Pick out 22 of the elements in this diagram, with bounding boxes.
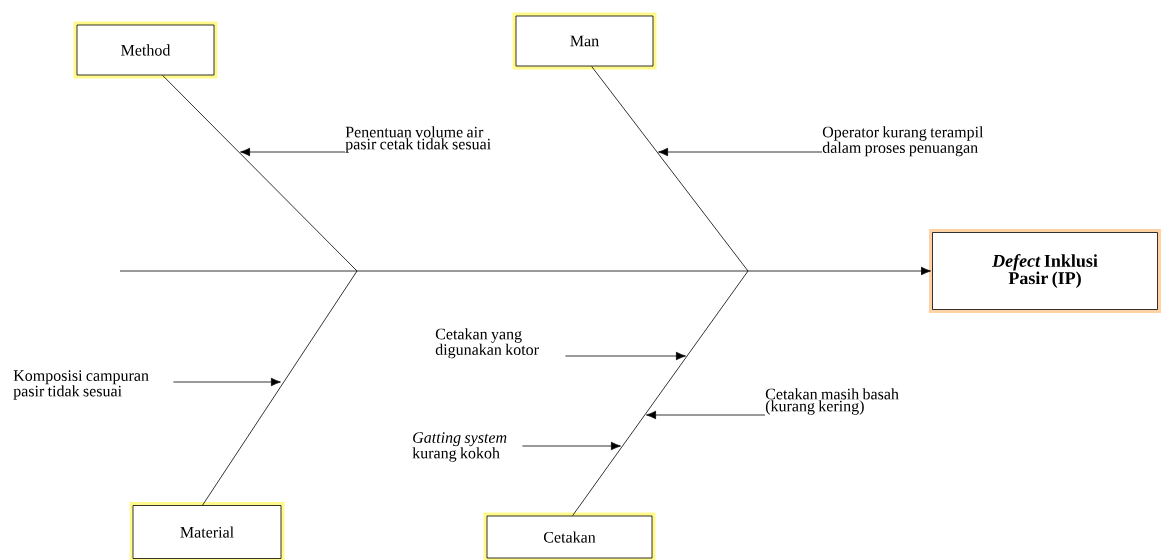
cause-text: Komposisi campuran pasir tidak sesuai bbox=[13, 370, 149, 400]
category-box: Man bbox=[512, 12, 657, 70]
cause-arrow bbox=[522, 441, 621, 451]
category-box: Method bbox=[73, 21, 218, 79]
branch-line bbox=[202, 270, 358, 506]
category-box: Cetakan bbox=[483, 512, 656, 560]
branch-line bbox=[162, 75, 358, 272]
branch-line bbox=[572, 270, 749, 516]
spine-arrow bbox=[119, 266, 931, 276]
branch-line bbox=[591, 66, 749, 272]
cause-text: Operator kurang terampil dalam proses penuangan bbox=[822, 126, 984, 157]
effect-box: Defect Inklusi Pasir (IP) bbox=[929, 229, 1161, 313]
cause-arrow bbox=[658, 147, 823, 157]
cause-text: Cetakan yang digunakan kotor bbox=[435, 328, 539, 359]
cause-arrow bbox=[240, 147, 346, 157]
cause-text: Cetakan masih basah (kurang kering) bbox=[765, 388, 899, 415]
cause-text: Gatting system kurang kokoh bbox=[412, 432, 507, 462]
cause-arrow bbox=[646, 410, 766, 420]
category-box: Material bbox=[129, 502, 285, 560]
cause-arrow bbox=[565, 351, 686, 361]
cause-arrow bbox=[173, 377, 281, 387]
cause-text: Penentuan volume air pasir cetak tidak sesuai bbox=[345, 126, 491, 153]
